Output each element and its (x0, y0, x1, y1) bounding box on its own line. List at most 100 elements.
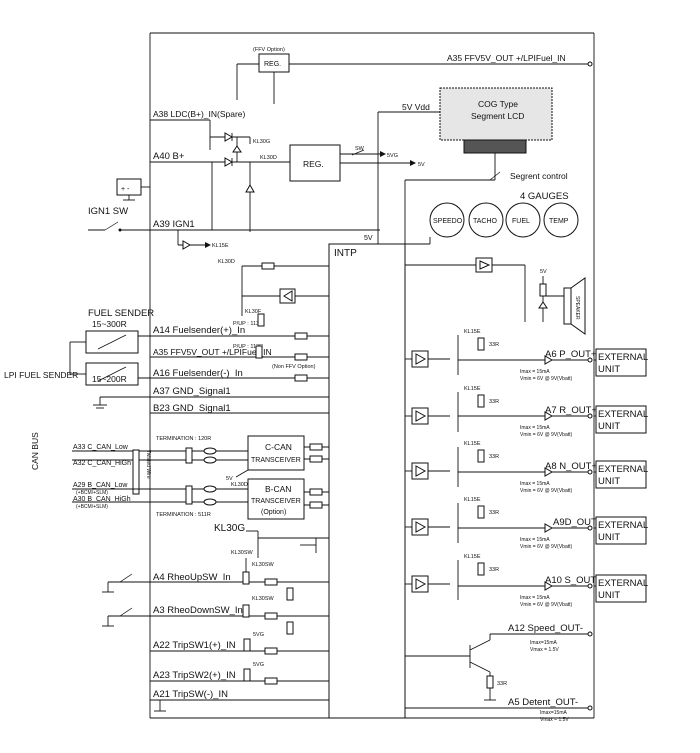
twisted-wire-label: Twisted Wire (145, 450, 151, 479)
sw-contact (351, 149, 365, 156)
r33-a9d-label: 33R (489, 510, 499, 516)
external-unit-a9d (595, 516, 647, 545)
a3-label: A3 RheoDownSW_In (153, 605, 243, 616)
bus-slash (489, 171, 501, 181)
gauge-tacho-label: TACHO (473, 218, 498, 225)
kl30sw2-label: KL30SW (252, 562, 275, 568)
vmin-a7: Vmin = 6V @ 9V(Vbatt) (520, 432, 573, 438)
res-33r-a8 (477, 449, 485, 463)
kl30g-big-label: KL30G (214, 523, 245, 534)
a12-label: A12 Speed_OUT- (508, 623, 583, 634)
kl15e-arrow-icon (205, 242, 211, 248)
lpi-sender-arrow (97, 366, 127, 382)
res-a14 (294, 332, 308, 340)
diode-1-icon (224, 132, 234, 142)
output-buffer-a7-icon (415, 410, 427, 422)
a33-label: A33 C_CAN_Low (73, 444, 129, 451)
ext-a8-label-1: EXTERNAL (598, 464, 648, 475)
imax-a10: Imax = 15mA (520, 595, 550, 601)
vdd-label: 5V Vdd (402, 102, 430, 112)
zener-2-icon (245, 183, 255, 193)
bcan-label-3: (Option) (261, 509, 286, 516)
pup1-label: P/UP : 113R (233, 321, 263, 327)
imax-a12: Imax=15mA (530, 640, 557, 646)
imax-a6: Imax = 15mA (520, 369, 550, 375)
kl15e-a9d-label: KL15E (464, 497, 481, 503)
fuel-sender-arrow (97, 334, 127, 350)
speaker-diode-icon (538, 301, 548, 309)
vmin-a10: Vmin = 6V @ 9V(Vbatt) (520, 602, 573, 608)
segment-control-label: Segrent control (510, 171, 568, 181)
non-ffv-label: (Non FFV Option) (272, 364, 316, 370)
res-a22 (243, 638, 251, 652)
res-a3-series (264, 612, 278, 620)
res-bcan-1 (309, 488, 323, 496)
bcan-label-2: TRANSCEIVER (251, 498, 301, 505)
term-res-511 (185, 485, 193, 505)
5vg-b-label: 5VG (253, 662, 264, 668)
kl30d-small-label: KL30D (218, 259, 235, 265)
speaker (563, 287, 572, 325)
output-a10-label: A10 S_OUT+ (545, 575, 602, 586)
intp-label: INTP (334, 248, 357, 259)
diode-a7-icon (544, 411, 554, 421)
diode-a9d-icon (544, 523, 554, 533)
speed-tr-emitter (469, 661, 491, 673)
diode-2-icon (224, 157, 234, 167)
battery-sign: + - (121, 186, 130, 193)
kl30f-label: KL30F (245, 309, 262, 315)
speed-out-pin (587, 631, 593, 637)
vmax-a5: Vmax = 1.5V (540, 717, 569, 723)
5v-label: 5V (418, 162, 425, 168)
res-a4-series (264, 578, 278, 586)
gauge-fuel-label: FUEL (512, 218, 530, 225)
ext-a9d-label-1: EXTERNAL (598, 520, 648, 531)
diode-kl15e-icon (182, 240, 192, 250)
gauge-fuel (505, 202, 541, 238)
a29-sub-label: (+BCM/+SLM) (76, 490, 108, 496)
external-unit-a6 (595, 348, 647, 377)
res-a4 (242, 571, 250, 585)
output-pin-a9d (587, 525, 593, 531)
kl15e-label: KL15E (212, 243, 229, 249)
res-pup2 (255, 345, 263, 359)
kl30sw3-label: KL30SW (252, 596, 275, 602)
imax-a9d: Imax = 15mA (520, 537, 550, 543)
termination-120-label: TERMINATION : 120R (156, 436, 211, 442)
output-channel-a8: KL15E 33R A8 N_OUT+ Imax = 15mA Vmin = 6… (405, 441, 648, 494)
a4-switch (119, 573, 133, 583)
res-a23-series (264, 677, 278, 685)
a39-label: A39 IGN1 (153, 219, 195, 230)
regulator-top-label: REG. (264, 61, 281, 68)
output-buffer-a10-icon (415, 578, 427, 590)
a14-label: A14 Fuelsender(+)_In (153, 325, 245, 336)
r33-a8-label: 33R (489, 454, 499, 460)
lcd-connector (463, 139, 527, 154)
imax-a5: Imax=15mA (540, 710, 567, 716)
kl15e-a7-label: KL15E (464, 386, 481, 392)
external-unit-a8 (595, 460, 647, 489)
a35-top-label: A35 FFV5V_OUT +/LPIFuel_IN (447, 53, 566, 63)
ccan-5v-wire (235, 469, 249, 478)
buffer-small-icon (283, 290, 293, 302)
lcd-display (439, 87, 553, 141)
diode-a6-icon (544, 355, 554, 365)
choke-a32 (203, 456, 217, 464)
ext-a7-label-2: UNIT (598, 421, 620, 432)
fuel-sender-label: FUEL SENDER (88, 308, 154, 319)
c-can-transceiver (247, 435, 305, 471)
ext-a10-label-2: UNIT (598, 590, 620, 601)
ext-a6-label-1: EXTERNAL (598, 352, 648, 363)
output-pin-a10 (587, 583, 593, 589)
a23-label: A23 TripSW2(+)_IN (153, 670, 236, 681)
kl15e-a6-label: KL15E (464, 329, 481, 335)
5vg-arrow-icon (380, 151, 386, 157)
imax-a8: Imax = 15mA (520, 481, 550, 487)
res-pup1 (257, 313, 265, 327)
imax-a7: Imax = 15mA (520, 425, 550, 431)
ext-a9d-label-2: UNIT (598, 532, 620, 543)
gauges-title: 4 GAUGES (520, 191, 569, 202)
output-pin-a8 (587, 469, 593, 475)
lcd-label-2: Segment LCD (471, 111, 524, 121)
a38-label: A38 LDC(B+)_IN(Spare) (153, 109, 246, 119)
